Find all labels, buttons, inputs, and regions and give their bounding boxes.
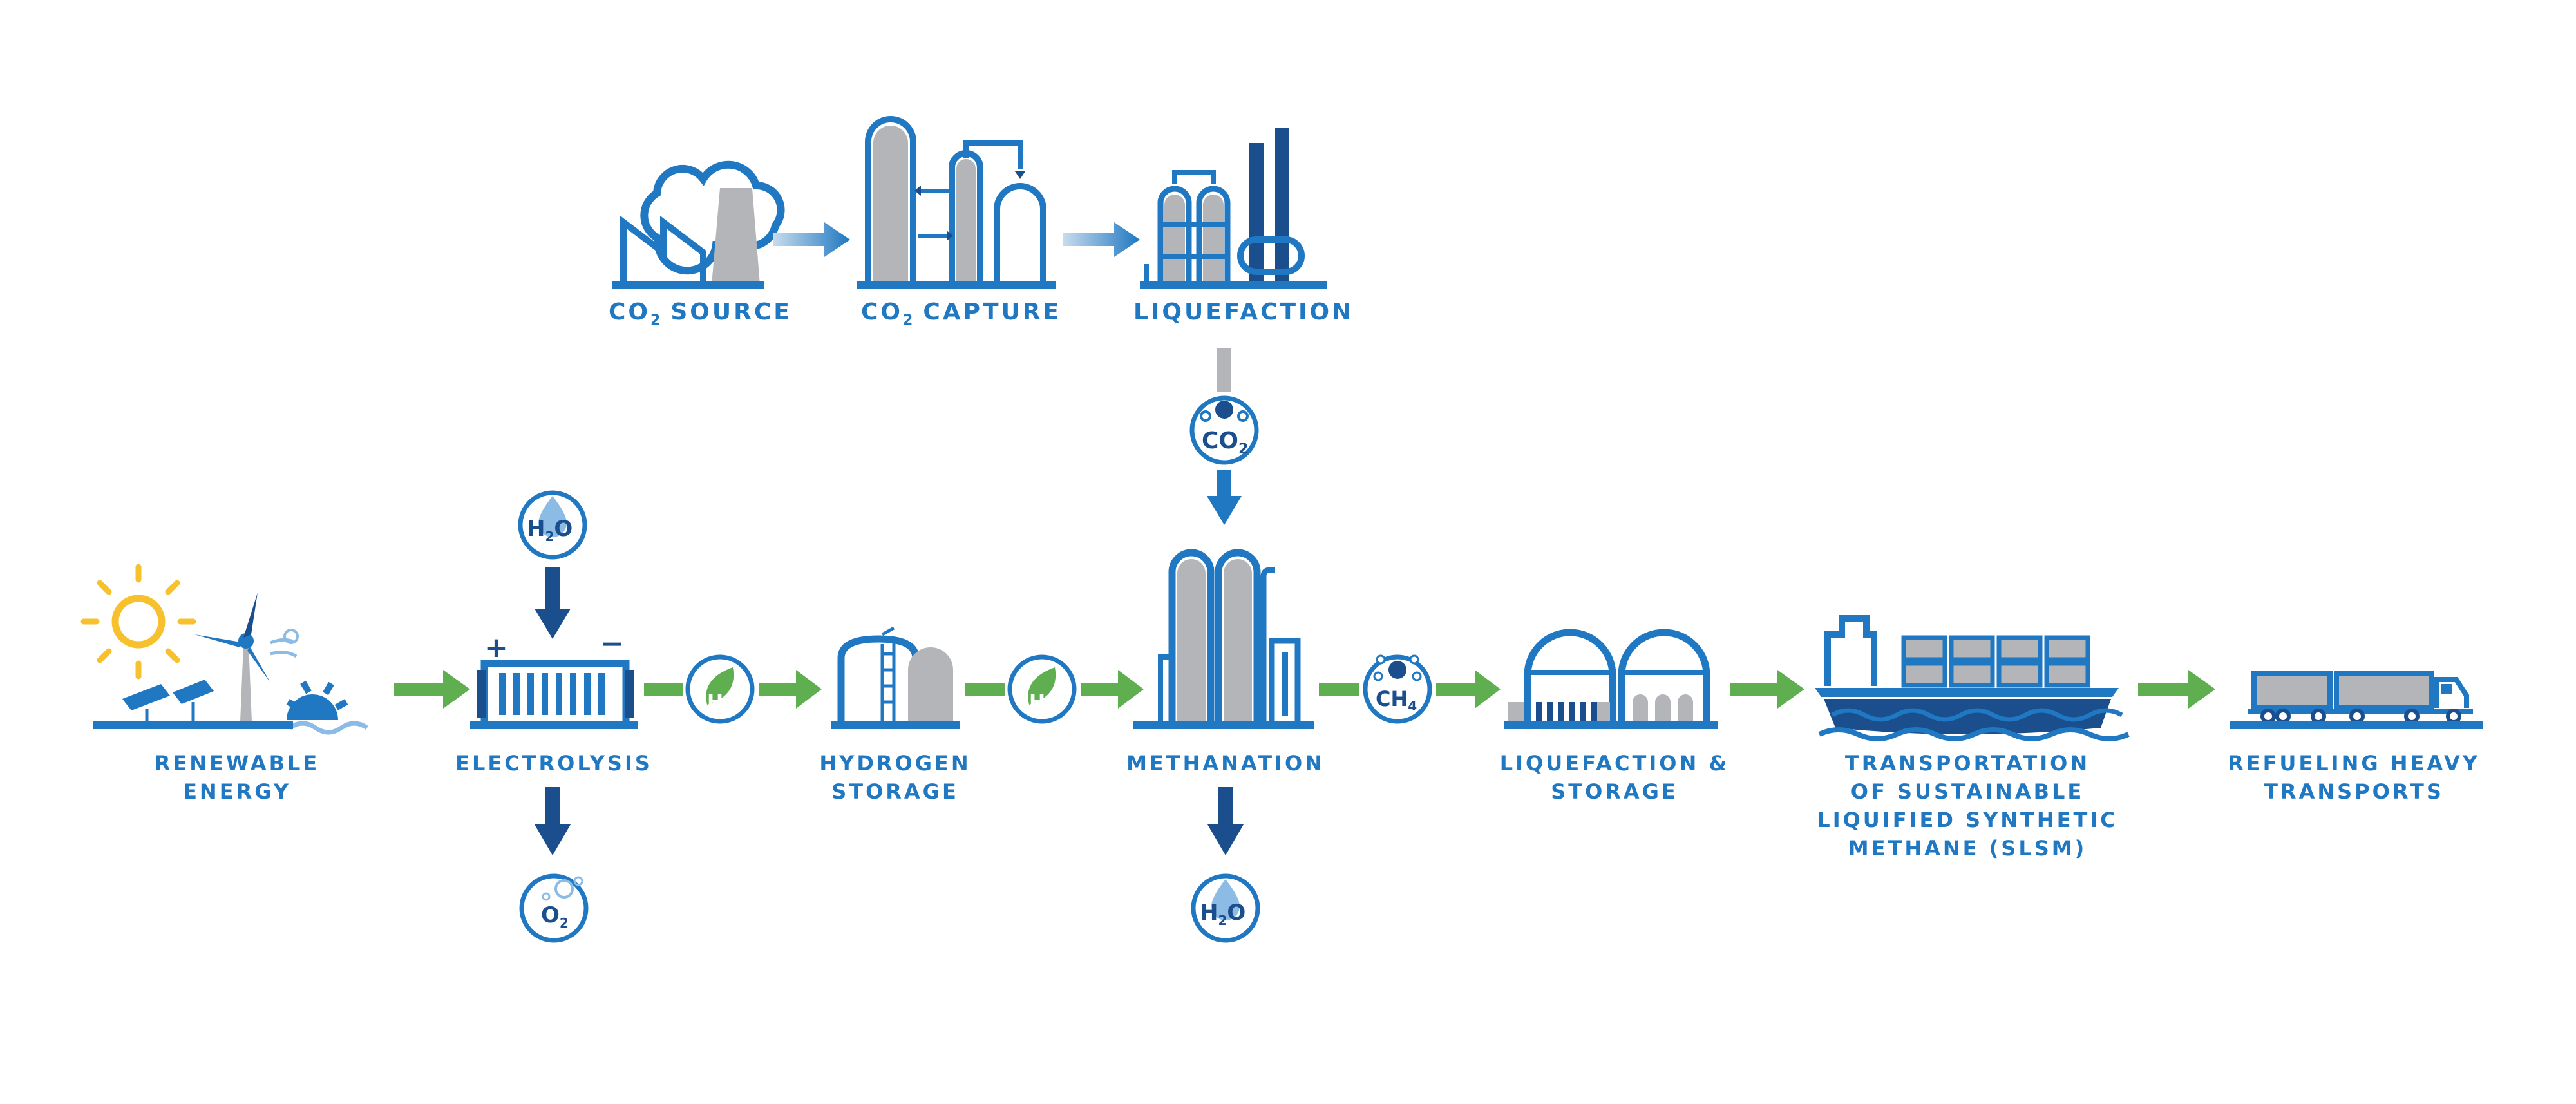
renewable-energy-label: RENEWABLE	[155, 751, 319, 776]
liquefaction-storage-label: LIQUEFACTION &	[1500, 751, 1730, 776]
factory-icon	[612, 160, 785, 289]
co2-formula: CO2	[1202, 428, 1248, 457]
hydrogen-storage-label: HYDROGEN	[819, 751, 971, 776]
flow-arrow	[1436, 670, 1501, 709]
h2o-molecule-icon: H2O	[1191, 873, 1260, 943]
down-arrow	[535, 787, 571, 855]
flow-arrow	[759, 670, 822, 709]
flow-arrow	[1063, 222, 1140, 257]
transportation-label-4: METHANE (SLSM)	[1848, 836, 2087, 861]
h2-formula: H2	[707, 691, 732, 716]
connector-line	[644, 683, 683, 696]
down-arrow	[1207, 470, 1242, 525]
h2o-formula: H2O	[1200, 900, 1245, 928]
connector-line	[965, 683, 1005, 696]
storage-tank-icon	[831, 626, 960, 729]
transportation-label: TRANSPORTATION	[1845, 751, 2090, 776]
electrolyzer-icon: + −	[470, 627, 638, 729]
flow-arrow	[773, 222, 850, 257]
transportation-label-2: OF SUSTAINABLE	[1851, 779, 2084, 804]
methanation-label: METHANATION	[1126, 751, 1325, 776]
refueling-label: REFUELING HEAVY	[2228, 751, 2480, 776]
liquefaction-plant-icon	[1140, 128, 1327, 289]
h2o-molecule-icon: H2O	[518, 490, 587, 560]
connector-line	[1319, 683, 1359, 696]
h2-molecule-icon: H2	[1007, 654, 1077, 724]
lng-storage-icon	[1504, 629, 1718, 729]
renewable-energy-icon	[80, 564, 369, 735]
ship-icon	[1815, 615, 2130, 741]
flow-arrow	[1081, 670, 1144, 709]
minus-sign: −	[600, 627, 624, 660]
liquefaction-co2-label: LIQUEFACTION	[1133, 299, 1354, 325]
h2-molecule-icon: H2	[685, 654, 755, 724]
plus-sign: +	[484, 631, 508, 664]
h2-formula: H2	[1029, 691, 1054, 716]
down-arrow	[535, 567, 571, 639]
ch4-formula: CH4	[1376, 687, 1417, 714]
refueling-label-2: TRANSPORTS	[2264, 779, 2444, 804]
h2o-formula: H2O	[527, 516, 573, 544]
flow-arrow	[2138, 670, 2215, 709]
co2-molecule-icon: CO2	[1189, 395, 1259, 465]
flow-arrow	[1730, 670, 1804, 709]
renewable-energy-label-2: ENERGY	[183, 779, 291, 804]
liquefaction-storage-label-2: STORAGE	[1551, 779, 1678, 804]
truck-icon	[2230, 671, 2483, 729]
electrolysis-label: ELECTROLYSIS	[455, 751, 652, 776]
capture-tower-icon	[857, 116, 1056, 289]
ch4-molecule-icon: CH4	[1363, 654, 1432, 724]
hydrogen-storage-label-2: STORAGE	[831, 779, 959, 804]
down-arrow	[1208, 787, 1244, 855]
transportation-label-3: LIQUIFIED SYNTHETIC	[1817, 808, 2117, 832]
o2-molecule-icon: O2	[519, 873, 589, 943]
methanation-reactor-icon	[1133, 549, 1314, 729]
o2-formula: O2	[541, 902, 569, 931]
connector-line	[1217, 348, 1231, 392]
flow-arrow	[394, 670, 470, 709]
